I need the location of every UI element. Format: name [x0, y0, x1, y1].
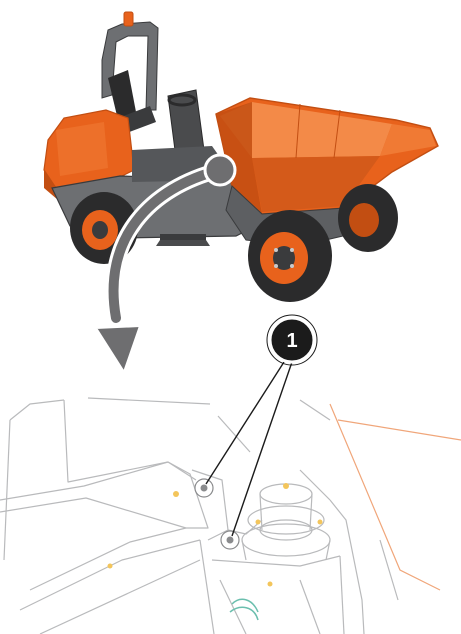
callout-leader-lines	[206, 362, 292, 536]
site-dumper-illustration	[44, 12, 438, 302]
grease-point-lower	[221, 531, 239, 549]
wheel-front-left	[248, 210, 332, 302]
callout-number-icon: 1	[267, 315, 317, 365]
detail-view	[0, 398, 398, 634]
wheel-front-right	[338, 184, 398, 252]
callout-number: 1	[286, 330, 297, 352]
tipping-skip	[216, 98, 438, 214]
grease-point-upper	[195, 479, 213, 497]
hose-detail	[230, 599, 258, 620]
grease-point-markers	[108, 483, 323, 587]
skip-edge-outline	[330, 404, 461, 590]
